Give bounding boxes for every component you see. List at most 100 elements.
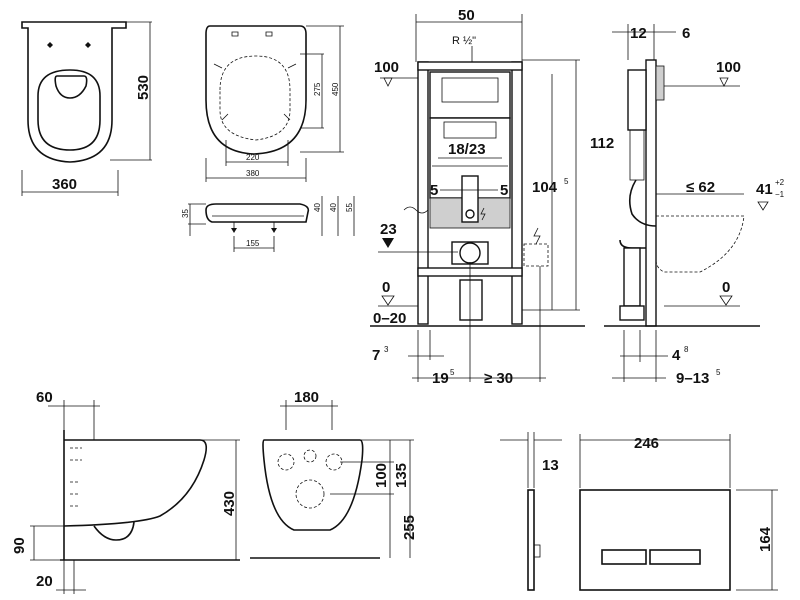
drain-pipe: [459, 279, 483, 321]
level-marker-icon: [383, 77, 393, 87]
bowl-height-label: 41: [756, 181, 773, 198]
side-bottom-a-sup: 8: [684, 345, 689, 354]
mid-height-sup: 5: [564, 177, 569, 186]
bottom-right-label: ≥ 30: [484, 370, 513, 387]
floor-level-label: 0: [382, 279, 390, 296]
floor-marker-icon: [381, 295, 395, 306]
side-top-a-label: 12: [630, 25, 647, 42]
bowl-bottom-label: 20: [36, 573, 53, 590]
side-floor-label: 0: [722, 279, 730, 296]
bowl-back-view: 180 100 135 255: [250, 389, 418, 559]
seat-outer-width-label: 380: [246, 169, 260, 178]
bowl-height-marker-icon: [757, 201, 769, 211]
seat-top-view: 530 360: [21, 21, 152, 196]
side-cistern: [627, 69, 647, 131]
hole-top-label: 135: [393, 463, 410, 488]
mount-hole-left-icon: [277, 453, 295, 471]
seat-side-view: 35 155 40 40 55: [181, 196, 355, 252]
water-inlet-icon: [303, 449, 317, 463]
seat-outline: [21, 21, 127, 163]
total-height-label: 112: [590, 135, 614, 152]
bowl-side-view: 60 430 90 20: [11, 389, 240, 594]
seat-thickness-label: 35: [181, 209, 190, 218]
bowl-left-height-label: 90: [11, 537, 28, 554]
frame-width-label: 50: [458, 7, 475, 24]
side-drain-foot: [619, 305, 645, 321]
flush-plate-view: 13 246 164: [500, 432, 778, 591]
plate-side-button: [533, 544, 541, 558]
mid-height-label: 104: [532, 179, 558, 196]
drain-outlet-icon: [459, 242, 481, 264]
seat-side-outline: [205, 203, 310, 223]
seat-detail-outline: [205, 25, 307, 155]
right-spacing-label: 5: [500, 182, 508, 199]
seat-detail-view: 275 450 220 380: [205, 25, 344, 182]
bowl-width-label: 180: [294, 389, 319, 406]
side-drain-bend: [619, 239, 646, 249]
bowl-foot: [93, 521, 135, 541]
plate-side-outline: [527, 489, 535, 591]
side-frame-post: [645, 59, 657, 327]
mount-hole-right-icon: [325, 453, 343, 471]
tolerance-minus-label: −1: [775, 190, 785, 199]
flush-button-small[interactable]: [601, 549, 647, 565]
seat-outer-height-label: 450: [331, 82, 340, 96]
side-level-marker-icon: [719, 77, 729, 87]
flush-button-large[interactable]: [649, 549, 701, 565]
tolerance-plus-label: +2: [775, 178, 785, 187]
seat-height-1-label: 40: [313, 203, 322, 212]
plate-front-outline: [579, 489, 731, 591]
frame-side-view: 12 6 100 ≤ 62 41 +2 −1 0 4 8 9–13: [604, 24, 785, 387]
bowl-top-offset-label: 60: [36, 389, 53, 406]
bottom-left-label: 7: [372, 347, 380, 364]
seat-inner-shape: [54, 75, 88, 99]
bottom-mid-sup: 5: [450, 368, 455, 377]
pipe-dimension-label: 18/23: [448, 141, 486, 158]
side-floor-marker-icon: [719, 295, 733, 306]
hinge-hole-icon: [47, 42, 53, 48]
seat-width-label: 360: [52, 176, 77, 193]
hole-mid-label: 100: [373, 463, 390, 488]
seat-inner-height-label: 275: [313, 82, 322, 96]
bowl-side-outline: [63, 439, 208, 527]
side-bottom-a-label: 4: [672, 347, 681, 364]
electric-small-icon: [480, 207, 486, 221]
bowl-back-outline: [262, 439, 364, 531]
plate-depth-label: 13: [542, 457, 559, 474]
side-bowl-outline: [655, 215, 745, 273]
seat-height-2-label: 40: [329, 203, 338, 212]
hole-bottom-label: 255: [401, 515, 418, 540]
inlet-marker-icon: [382, 238, 394, 248]
frame-right-post: [511, 61, 523, 325]
frame-left-post: [417, 61, 429, 325]
bowl-height-label: 430: [221, 491, 238, 516]
plate-height-label: 164: [757, 526, 774, 552]
side-drain-pipe: [623, 247, 641, 307]
seat-opening: [37, 69, 101, 151]
hinge-spacing-label: 155: [246, 239, 260, 248]
level-top-label: 100: [374, 59, 399, 76]
bottom-left-sup: 3: [384, 345, 389, 354]
side-bottom-b-sup: 5: [716, 368, 721, 377]
side-bracket: [655, 65, 665, 101]
floor-range-label: 0–20: [373, 310, 406, 327]
electric-icon: [533, 227, 541, 245]
drain-hole-icon: [295, 479, 325, 509]
frame-top-rail: [417, 61, 523, 71]
electric-box: [523, 243, 549, 267]
flush-pipe: [461, 175, 479, 223]
water-wave-icon: [403, 206, 429, 214]
pipe-center-icon: [465, 209, 475, 219]
thread-label: R ½": [452, 35, 476, 47]
side-flush-pipe: [628, 179, 657, 227]
left-spacing-label: 5: [430, 182, 438, 199]
seat-inner-width-label: 220: [246, 153, 260, 162]
bowl-length-label: ≤ 62: [686, 179, 715, 196]
bottom-mid-label: 19: [432, 370, 449, 387]
side-level-top-label: 100: [716, 59, 741, 76]
hinge-hole-icon: [85, 42, 91, 48]
frame-front-view: 50 R ½" 100 18/23 5 5: [370, 7, 614, 387]
inlet-level-label: 23: [380, 221, 397, 238]
seat-depth-label: 530: [135, 75, 152, 100]
